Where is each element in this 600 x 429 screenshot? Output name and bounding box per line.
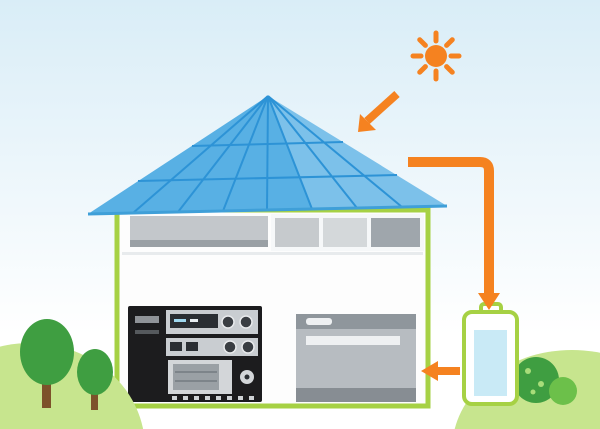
- dishwasher-indicator: [306, 318, 332, 325]
- control-panel-mid: [166, 338, 258, 356]
- door-window: [173, 364, 219, 390]
- bush-right: [513, 357, 577, 405]
- bottom-button-row: [172, 396, 254, 400]
- solar-panel-grid: [132, 95, 403, 214]
- dishwasher-kickplate: [296, 388, 416, 402]
- control-knob: [239, 315, 253, 329]
- display-segment: [190, 319, 198, 322]
- side-vent-slot: [135, 330, 159, 334]
- kitchen-unit-black: [128, 306, 262, 402]
- dishwasher-handle: [306, 336, 400, 345]
- bush-clump: [513, 357, 559, 403]
- oven-door: [168, 360, 254, 394]
- display-segment: [174, 319, 186, 322]
- roof-eave-edge: [87, 204, 448, 216]
- control-knob: [241, 340, 255, 354]
- battery-cell-window: [474, 330, 507, 396]
- tree-canopy: [77, 349, 113, 395]
- control-knob: [223, 340, 237, 354]
- door-knob-center: [244, 374, 250, 380]
- control-panel-top: [166, 310, 258, 334]
- hood-underside: [130, 240, 268, 247]
- window-pane: [371, 218, 420, 247]
- range-hood: [130, 216, 268, 247]
- floor-divider: [122, 252, 423, 255]
- hood-body: [130, 216, 268, 240]
- house: [114, 207, 431, 409]
- panel-button: [186, 342, 198, 351]
- storage-battery: [462, 302, 519, 406]
- window-pane: [275, 218, 319, 247]
- dishwasher-control-strip: [296, 314, 416, 329]
- tree-large: [20, 319, 74, 408]
- roof-to-battery-arrow-icon: [408, 157, 500, 310]
- upper-windows: [271, 214, 424, 251]
- battery-to-appliance-arrow-icon: [421, 361, 460, 381]
- control-knob: [221, 315, 235, 329]
- sunlight-to-roof-arrow-icon: [358, 91, 400, 132]
- upper-floor: [130, 214, 424, 251]
- bush-clump: [549, 377, 577, 405]
- tree-trunk: [42, 378, 51, 408]
- tree-small: [77, 349, 113, 410]
- sun-core: [425, 45, 447, 67]
- landscape: [0, 319, 600, 429]
- tree-canopy: [20, 319, 74, 385]
- panel-button: [170, 342, 182, 351]
- roof-highlight: [268, 96, 447, 209]
- tree-trunk: [91, 390, 98, 410]
- sun-rays: [410, 30, 462, 82]
- window-pane: [323, 218, 367, 247]
- solar-panel-roof: [87, 95, 448, 216]
- dishwasher: [296, 314, 416, 402]
- sun-icon: [410, 30, 462, 82]
- side-vent-slot: [135, 316, 159, 323]
